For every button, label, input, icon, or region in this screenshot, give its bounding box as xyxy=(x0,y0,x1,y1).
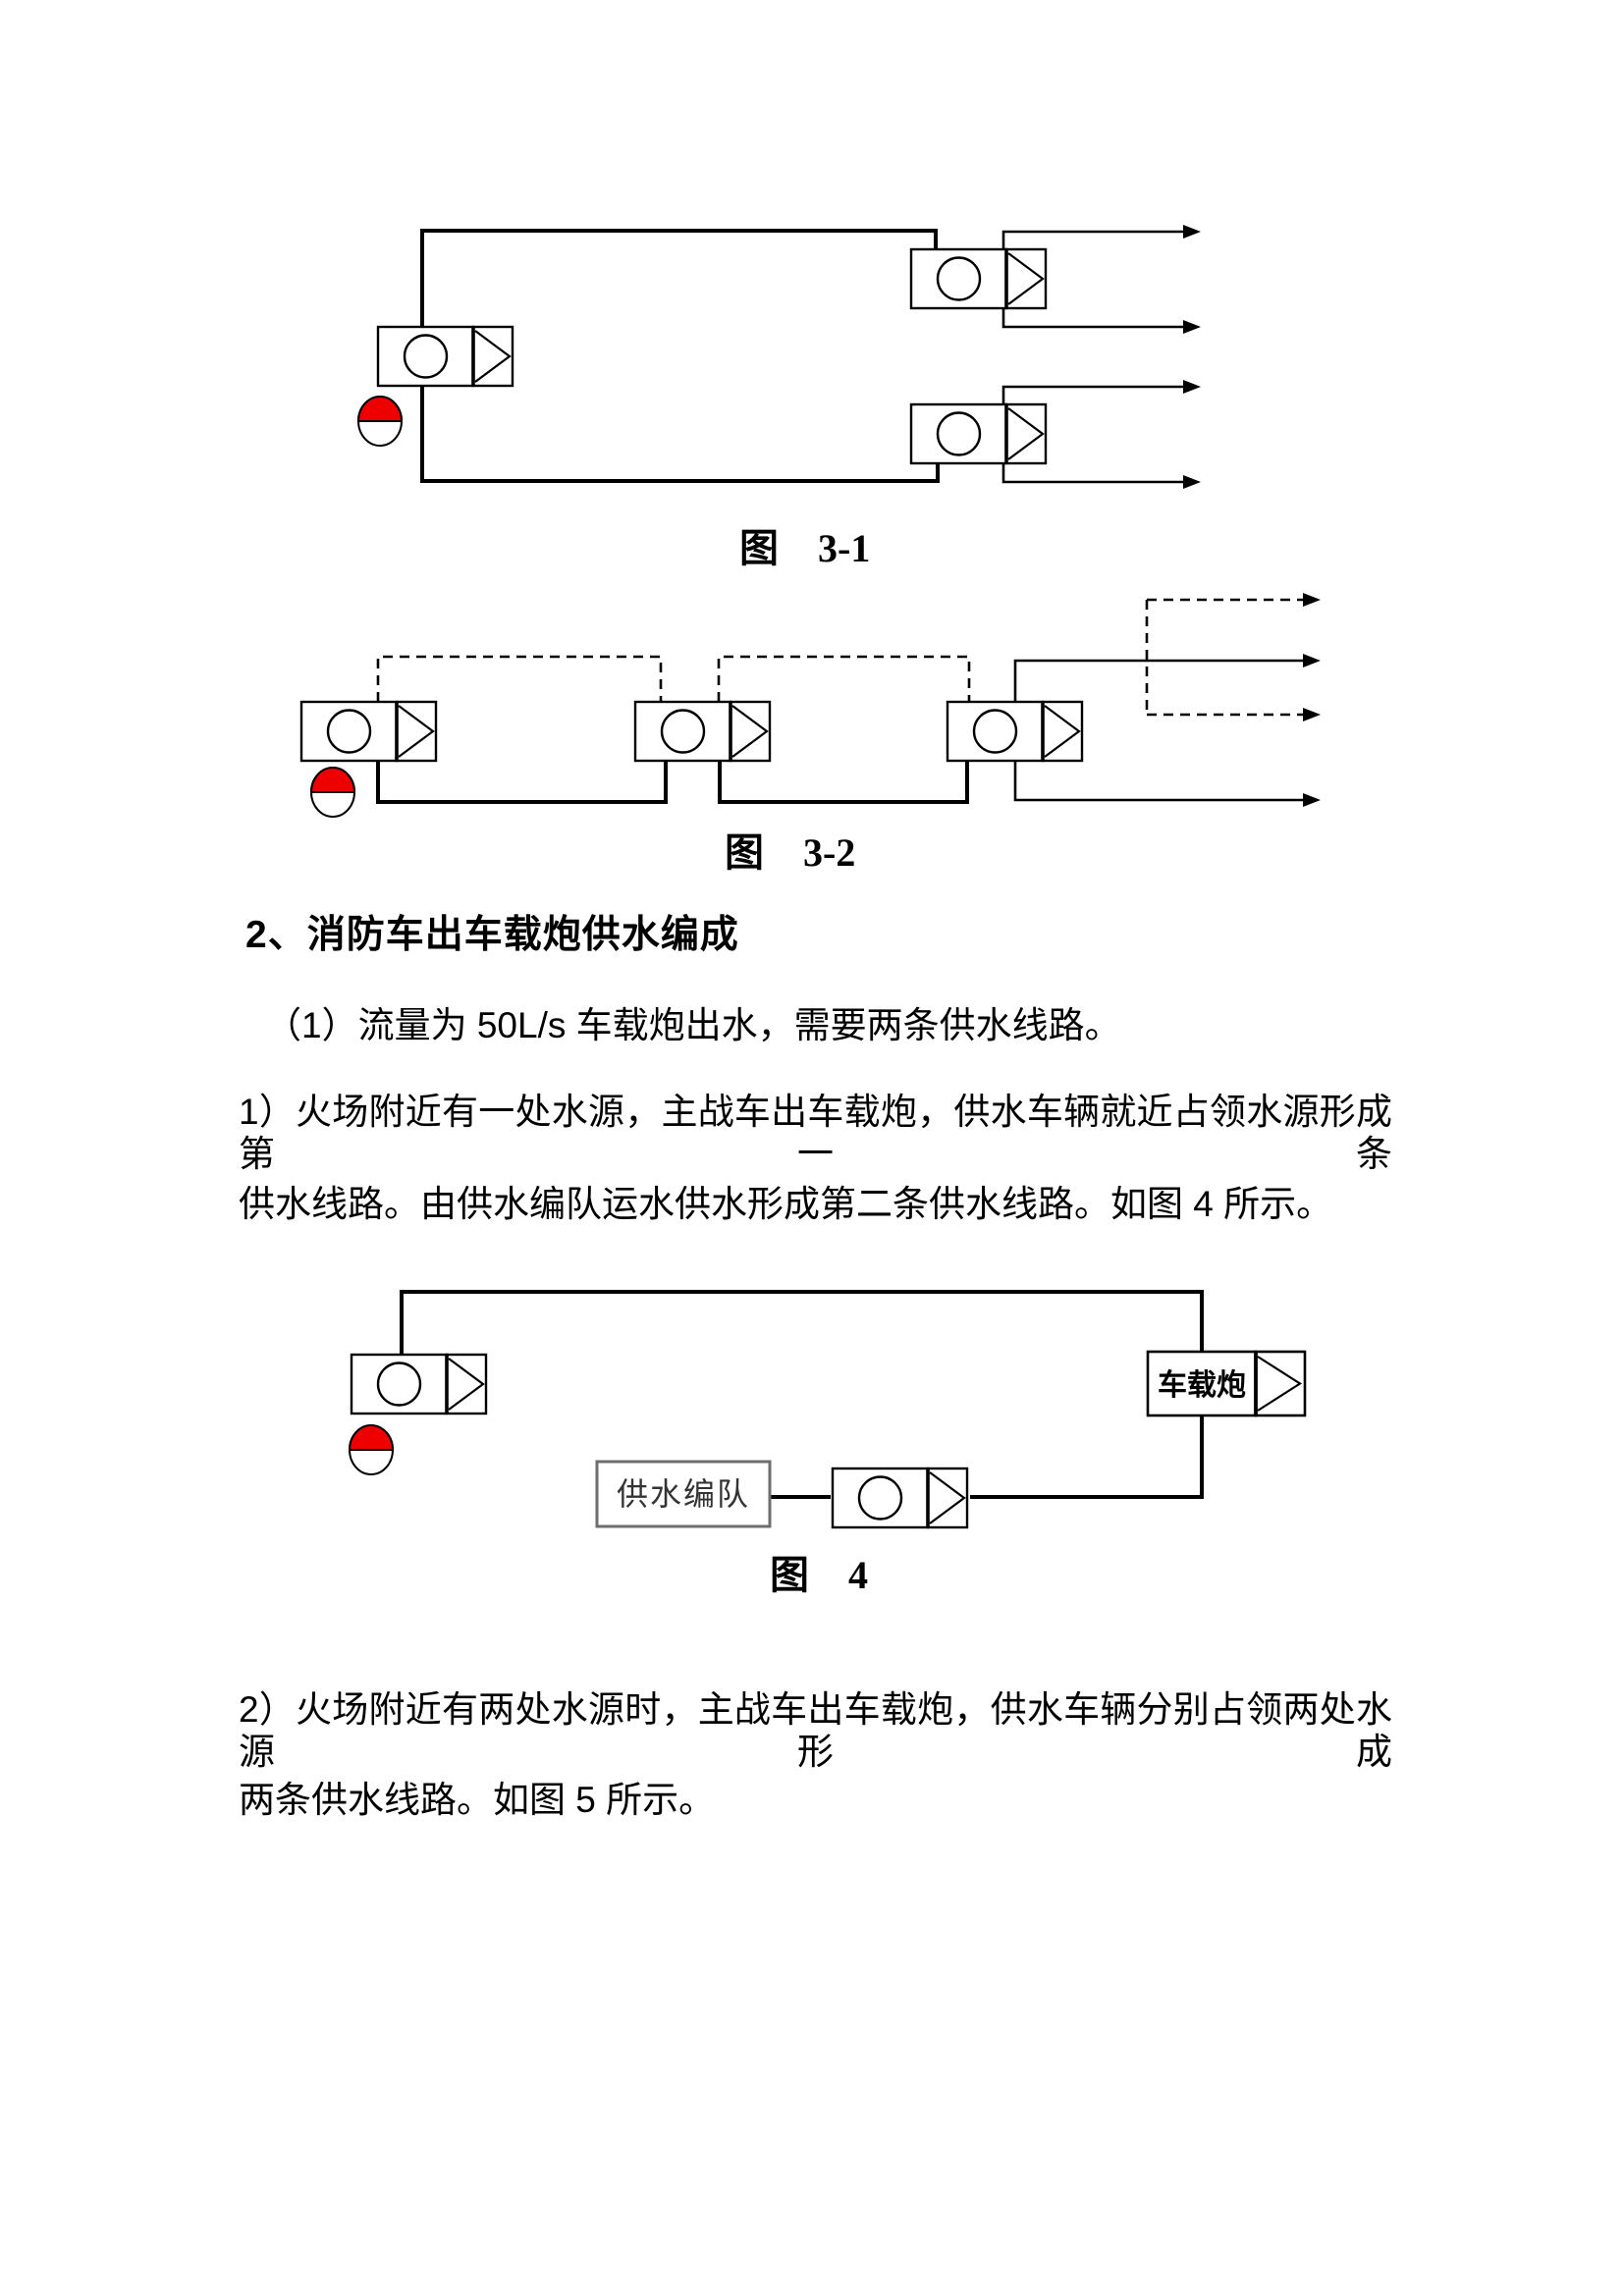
hose-line xyxy=(400,1290,1204,1354)
fire-truck-icon xyxy=(633,700,772,763)
figure-4-caption: 图 4 xyxy=(770,1553,868,1597)
paragraph-line: 2）火场附近有两处水源时，主战车出车载炮，供水车辆分别占领两处水源形成 xyxy=(239,1689,1392,1772)
supply-unit-label: 供水编队 xyxy=(617,1476,750,1512)
water-source-icon xyxy=(349,1424,394,1475)
fire-truck-icon xyxy=(946,700,1084,763)
hose-line xyxy=(420,386,940,483)
water-output-arrow-icon xyxy=(1001,225,1201,248)
paragraph-line: 两条供水线路。如图 5 所示。 xyxy=(239,1780,716,1820)
fire-truck-icon xyxy=(350,1353,488,1415)
water-source-icon xyxy=(357,396,403,447)
hose-line xyxy=(376,761,668,804)
supply-unit-box xyxy=(595,1460,772,1528)
water-output-arrow-icon xyxy=(1013,654,1321,702)
hose-line xyxy=(420,229,938,327)
fire-truck-icon xyxy=(909,402,1048,465)
hose-line xyxy=(718,761,969,804)
paragraph-line: （1）流量为 50L/s 车载炮出水，需要两条供水线路。 xyxy=(265,1005,1121,1045)
figure-4-diagram: 供水编队 车载炮 xyxy=(349,1290,1307,1529)
figure-3-1-diagram xyxy=(357,225,1201,489)
cannon-truck-label: 车载炮 xyxy=(1158,1368,1246,1402)
section-heading: 2、消防车出车载炮供水编成 xyxy=(245,914,739,956)
hose-line xyxy=(970,1415,1204,1499)
reserve-hose-line-dashed xyxy=(376,655,663,702)
figure-3-1-caption: 图 3-1 xyxy=(739,526,871,570)
reserve-hose-line-dashed xyxy=(717,655,971,702)
cannon-truck-icon: 车载炮 xyxy=(1146,1350,1307,1417)
paragraph-line: 供水线路。由供水编队运水供水形成第二条供水线路。如图 4 所示。 xyxy=(239,1184,1333,1224)
water-output-arrow-icon xyxy=(1001,309,1201,334)
figure-3-2-diagram xyxy=(299,593,1321,818)
water-output-arrow-icon xyxy=(1013,761,1321,807)
water-output-arrow-icon xyxy=(1001,463,1201,489)
fire-truck-icon xyxy=(909,247,1048,310)
fire-truck-icon xyxy=(299,700,438,763)
fire-truck-icon xyxy=(376,325,514,388)
water-source-icon xyxy=(310,767,355,818)
water-output-arrow-icon xyxy=(1001,380,1201,405)
paragraph-line: 1）火场附近有一处水源，主战车出车载炮，供水车辆就近占领水源形成第一条 xyxy=(239,1092,1392,1174)
fire-truck-icon xyxy=(831,1467,969,1529)
figure-3-2-caption: 图 3-2 xyxy=(725,830,856,875)
